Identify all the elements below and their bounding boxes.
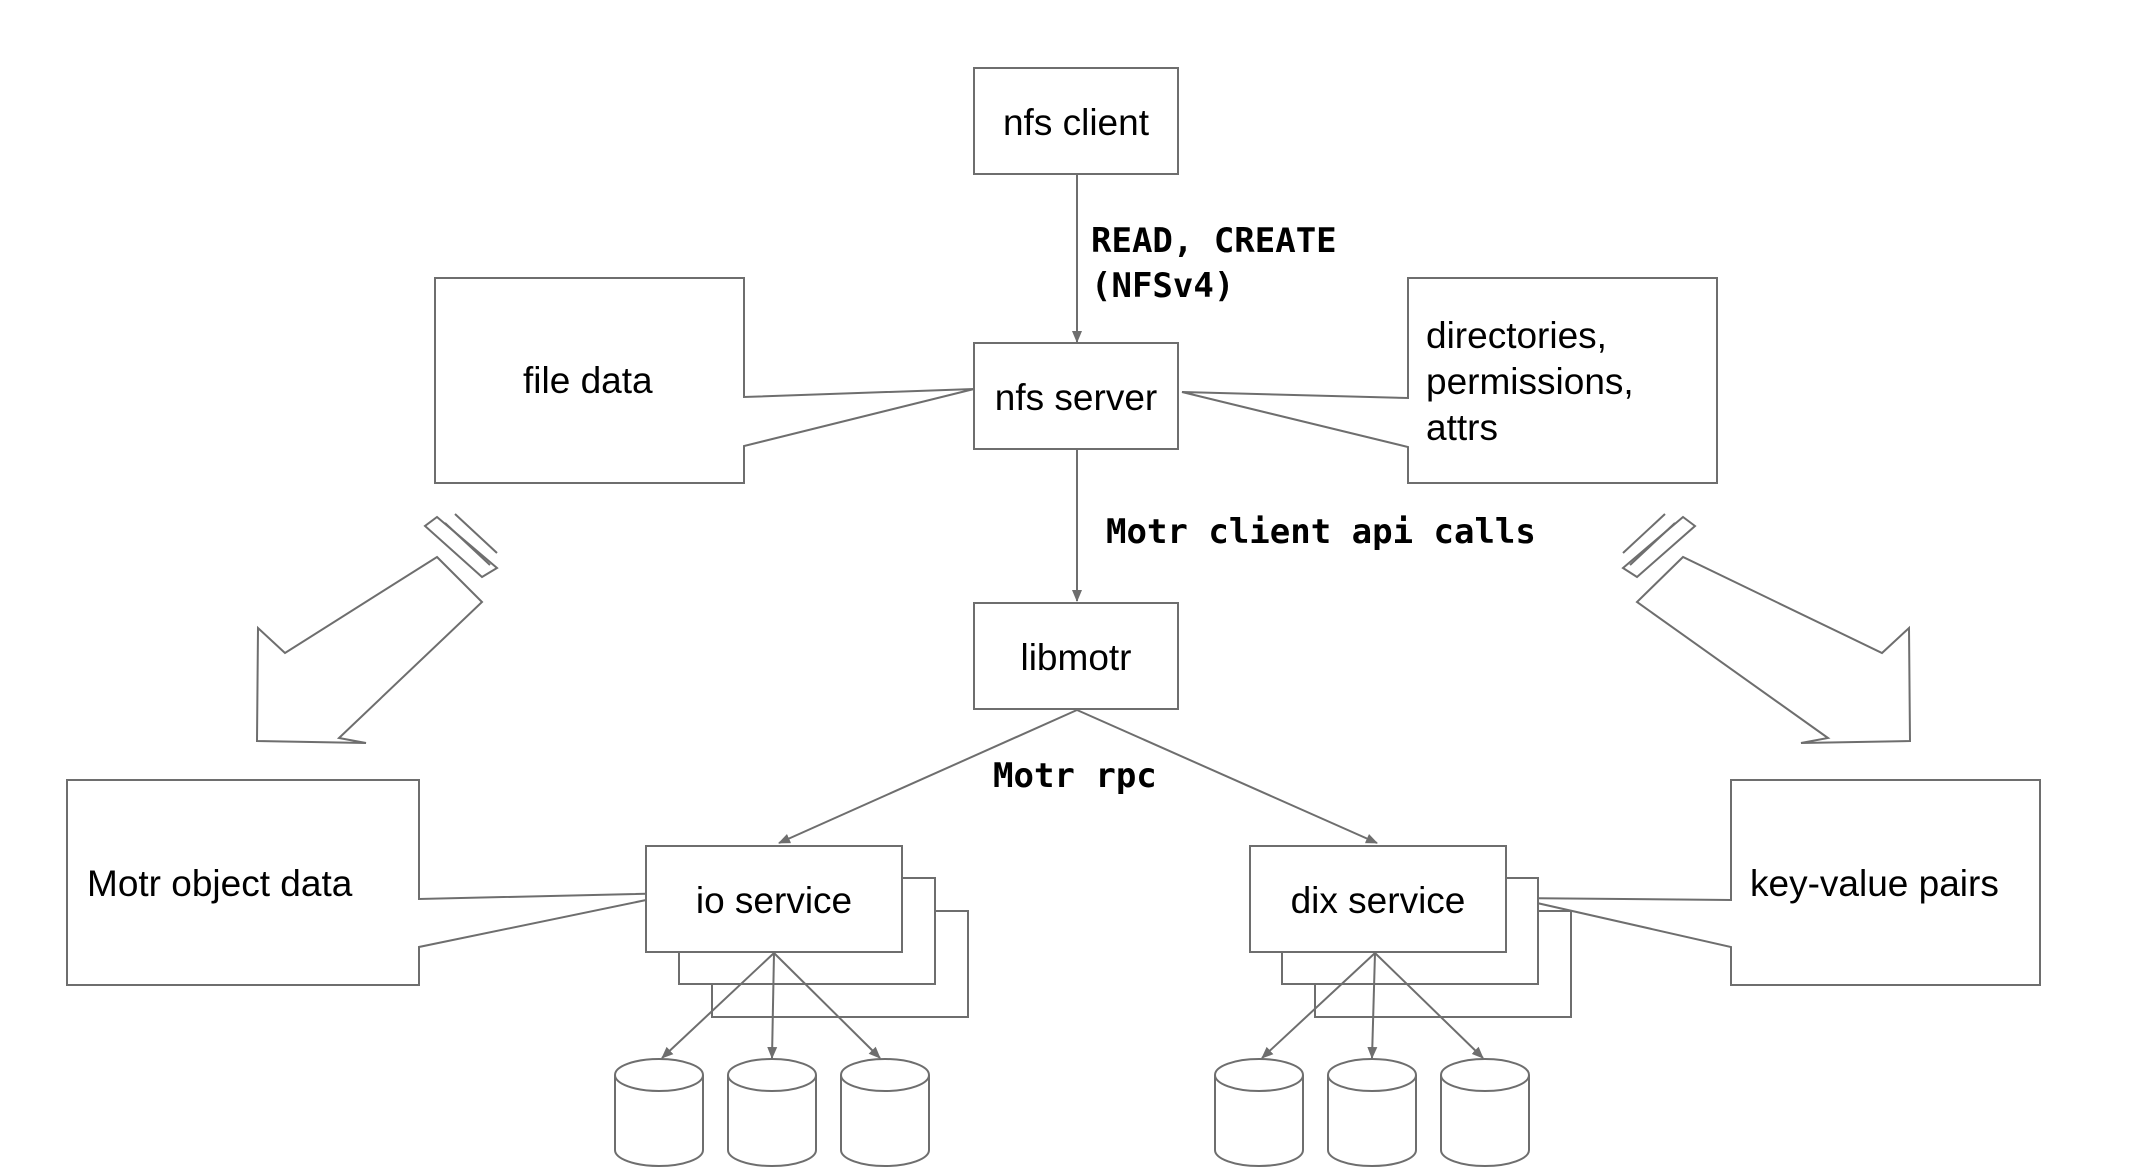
edge-label-client-api: Motr client api calls [1106, 512, 1536, 552]
arrow-io-to-disk-2 [767, 952, 778, 1059]
callout-key-value-pairs: key-value pairs [1514, 779, 2041, 986]
edge-label-nfs-ops-1: READ, CREATE [1091, 221, 1337, 261]
arrow-dix-to-disk-2 [1367, 952, 1378, 1059]
callout-motr-object-data: Motr object data [66, 779, 681, 986]
disk-icon [840, 1058, 930, 1167]
node-dix-service: dix service [1249, 845, 1572, 1018]
file-data-label: file data [523, 360, 653, 401]
edge-label-rpc: Motr rpc [993, 756, 1157, 796]
right-hollow-arrow [1621, 513, 1912, 744]
metadata-line-1: directories, [1426, 315, 1607, 356]
callout-metadata: directories, permissions, attrs [1181, 277, 1718, 484]
key-value-pairs-label: key-value pairs [1750, 863, 1999, 904]
nfs-server-label: nfs server [995, 377, 1157, 418]
disk-icon [614, 1058, 704, 1167]
node-nfs-server: nfs server [973, 342, 1179, 450]
arrow-dix-to-disk-1 [1261, 952, 1376, 1059]
arrow-io-to-disk-1 [661, 952, 775, 1059]
nfs-client-label: nfs client [1003, 102, 1150, 143]
node-libmotr: libmotr [973, 602, 1179, 710]
disk-icon [1214, 1058, 1304, 1167]
disk-icon [727, 1058, 817, 1167]
dix-service-label: dix service [1291, 880, 1466, 921]
libmotr-label: libmotr [1020, 637, 1131, 678]
arrow-libmotr-to-io [778, 709, 1078, 844]
arrow-io-to-disk-3 [773, 952, 881, 1059]
motr-object-data-label: Motr object data [87, 863, 353, 904]
io-service-label: io service [696, 880, 852, 921]
arrow-dix-to-disk-3 [1374, 952, 1484, 1059]
arrow-libmotr-to-dix [1076, 709, 1378, 844]
left-hollow-arrow [255, 513, 499, 744]
node-io-service: io service [645, 845, 969, 1018]
disk-icon [1327, 1058, 1417, 1167]
disk-icon [1440, 1058, 1530, 1167]
metadata-line-2: permissions, [1426, 361, 1634, 402]
edge-label-nfs-ops-2: (NFSv4) [1091, 266, 1234, 306]
node-nfs-client: nfs client [973, 67, 1179, 175]
callout-file-data: file data [434, 277, 975, 484]
metadata-line-3: attrs [1426, 407, 1498, 448]
